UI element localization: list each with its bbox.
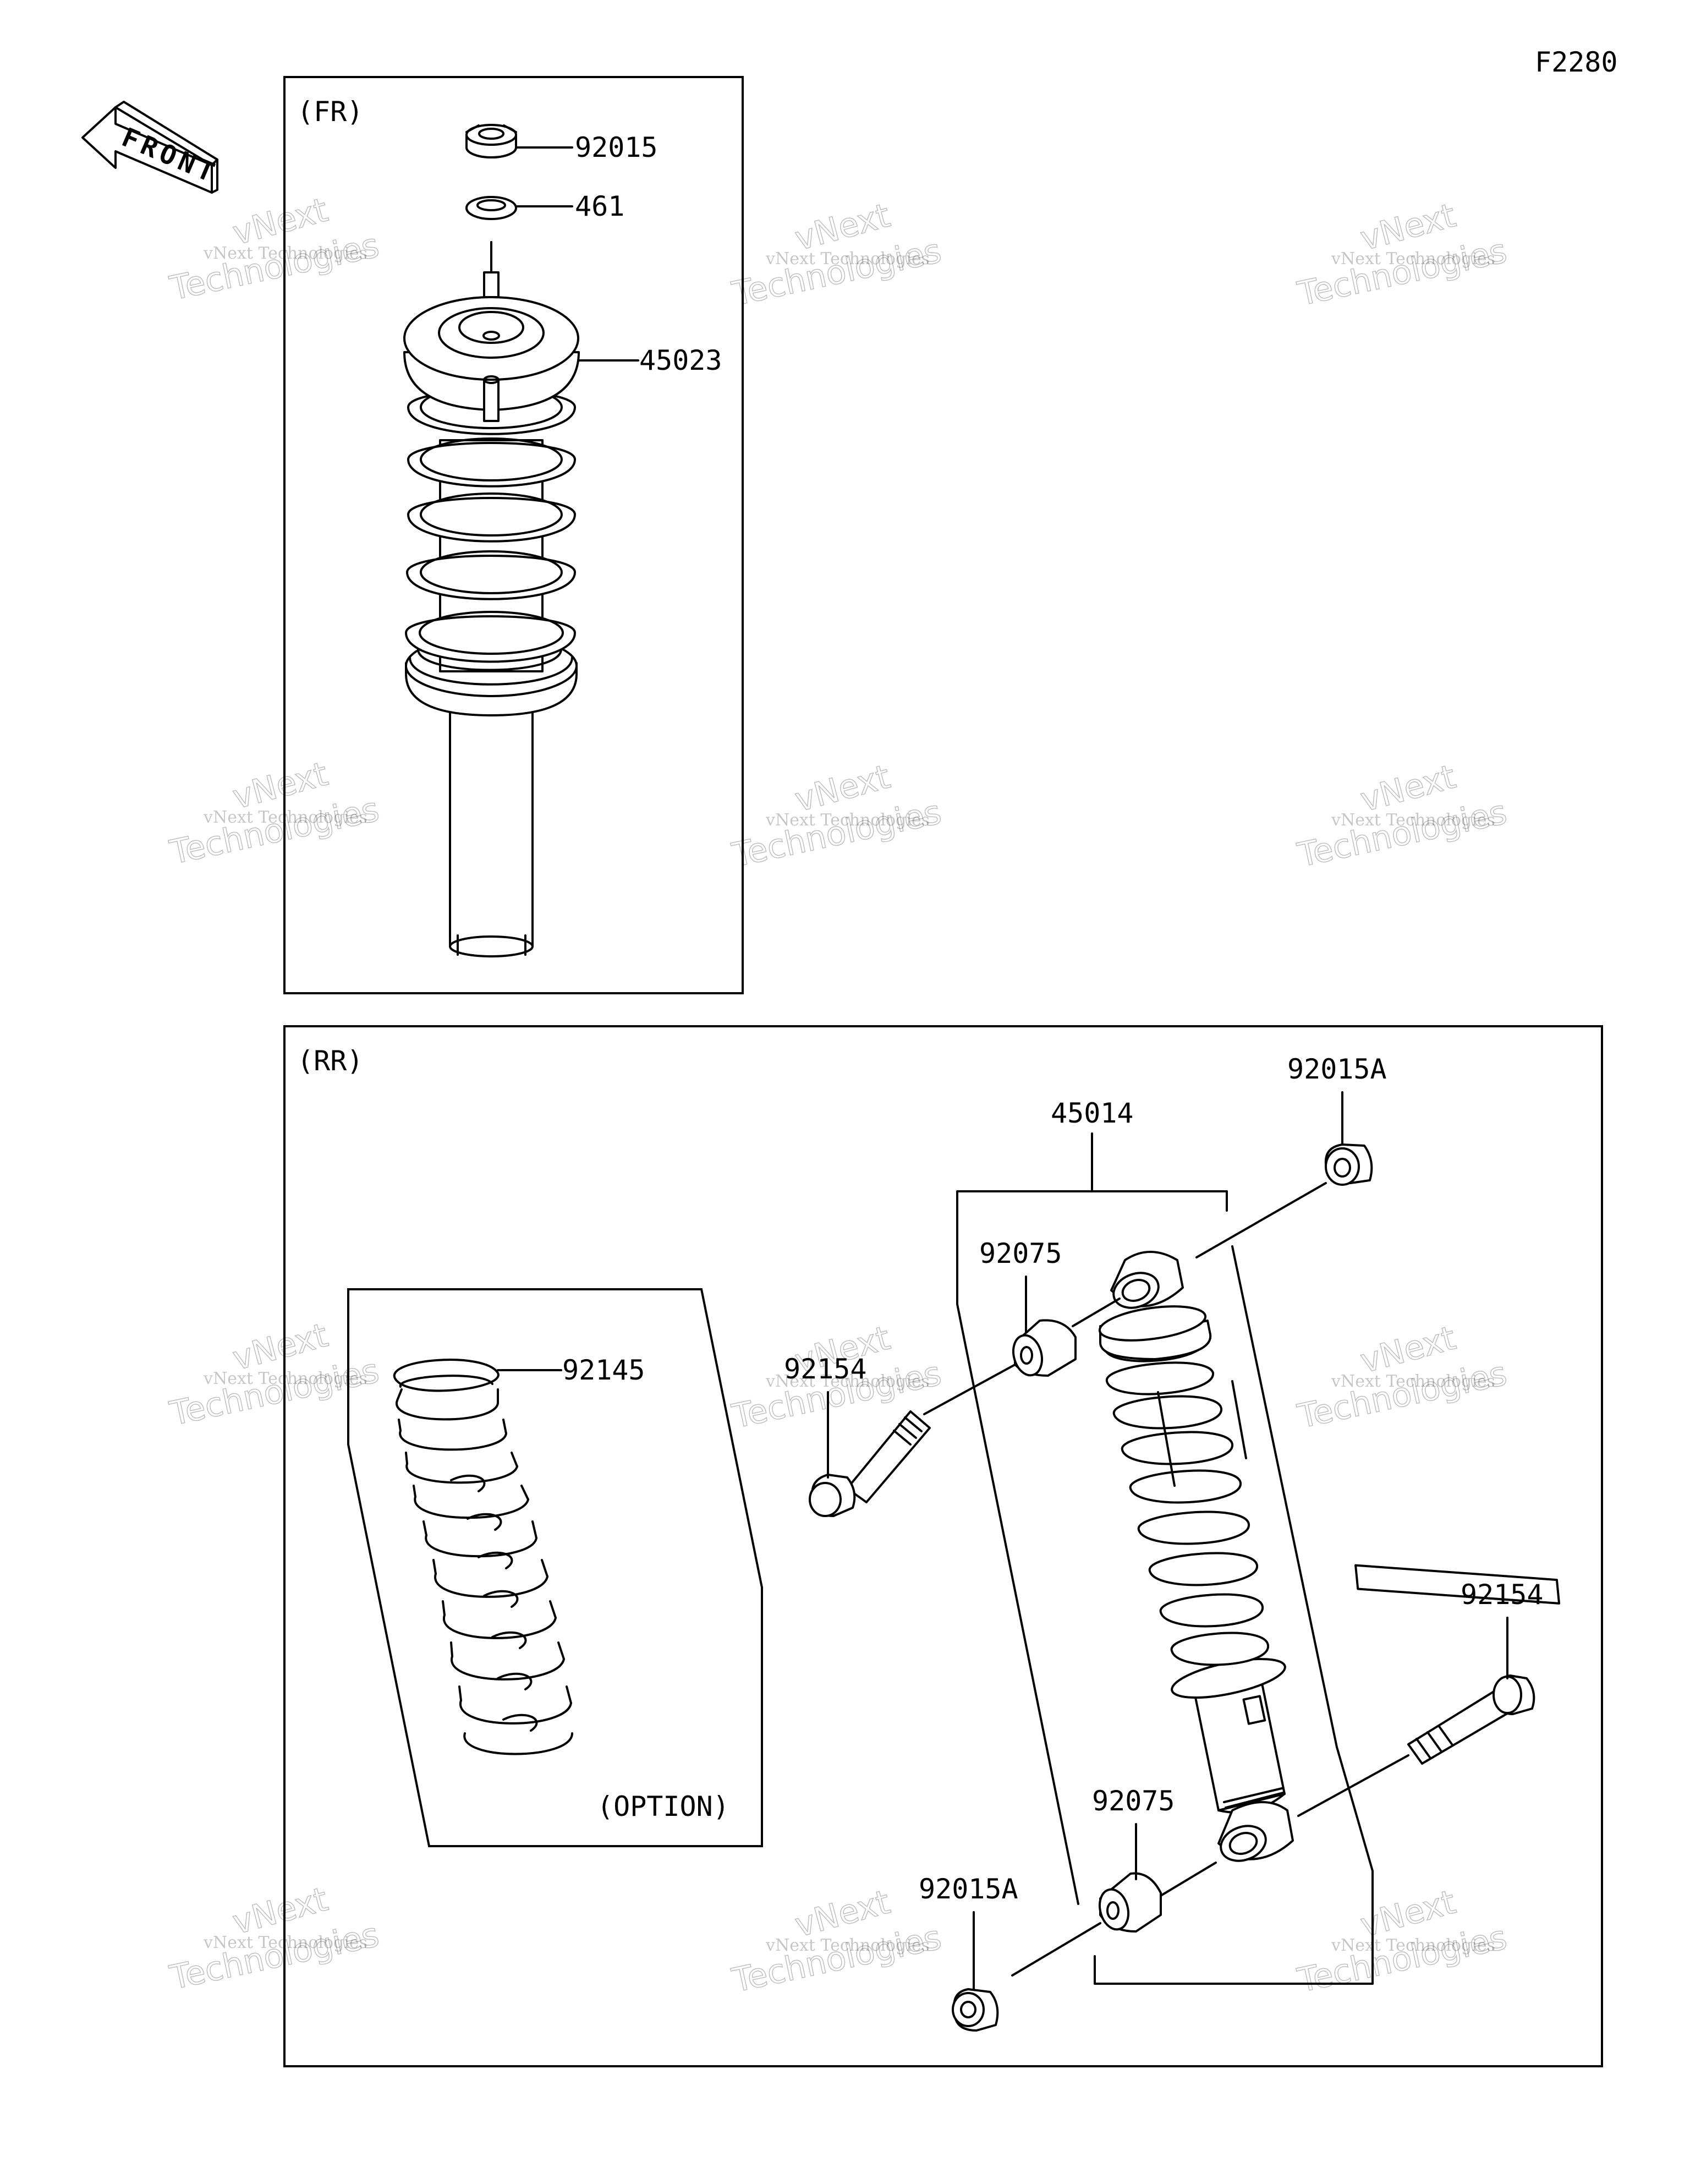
svg-text:vNext Technologies: vNext Technologies: [1331, 249, 1495, 269]
front-section-frame: [283, 76, 744, 994]
svg-text:vNext Technologies: vNext Technologies: [1331, 811, 1495, 830]
part-label-rear-bushing-bottom: 92075: [1092, 1785, 1175, 1817]
axis-line-top-mid: [1072, 1298, 1121, 1327]
front-direction-arrow: FRONT: [81, 101, 223, 194]
rear-shock-bracket: [956, 1190, 1374, 1985]
part-label-rear-nut-bottom: 92015A: [919, 1873, 1018, 1905]
part-label-option-spring: 92145: [562, 1354, 645, 1386]
watermark-3: vNext Technologies vNext Technologies: [1294, 196, 1511, 314]
axis-line-top-right: [1195, 1182, 1327, 1258]
svg-text:vNext Technologies: vNext Technologies: [1331, 1936, 1495, 1955]
rear-shock-absorber: [1098, 1251, 1294, 1862]
front-shock-absorber: [403, 241, 580, 957]
rear-bushing-bottom: [1099, 1862, 1217, 1933]
svg-text:vNext Technologies: vNext Technologies: [203, 244, 367, 263]
watermark-11: vNext Technologies vNext Technologies: [728, 1882, 945, 2001]
front-washer: [465, 196, 517, 220]
watermark-6: vNext Technologies vNext Technologies: [1294, 757, 1511, 875]
svg-text:vNext Technologies: vNext Technologies: [765, 811, 930, 830]
watermark-12: vNext Technologies vNext Technologies: [1294, 1882, 1511, 2001]
front-arrow-label: FRONT: [117, 122, 223, 190]
part-label-rear-nut-top: 92015A: [1287, 1053, 1387, 1085]
option-spring: [393, 1359, 573, 1755]
svg-text:vNext Technologies: vNext Technologies: [1331, 1372, 1495, 1391]
rear-section-label: (RR): [297, 1045, 363, 1077]
rear-bolt-bottom: [1297, 1564, 1561, 1817]
rear-nut-bottom: [952, 1922, 1101, 2032]
part-label-front-nut: 92015: [575, 132, 658, 163]
rear-bushing-top: [1012, 1319, 1077, 1377]
watermark-5: vNext Technologies vNext Technologies: [728, 757, 945, 875]
part-label-front-shock: 45023: [639, 344, 722, 376]
part-label-rear-bushing-top: 92075: [979, 1238, 1062, 1269]
rear-section-frame: [283, 1025, 1603, 2067]
watermark-2: vNext Technologies vNext Technologies: [728, 196, 945, 314]
watermark-7: vNext Technologies vNext Technologies: [166, 1316, 383, 1434]
option-label: (OPTION): [597, 1791, 729, 1822]
watermark-4: vNext Technologies vNext Technologies: [166, 754, 383, 873]
svg-text:vNext Technologies: vNext Technologies: [203, 1369, 367, 1388]
rear-nut-top: [1324, 1143, 1373, 1186]
part-label-front-washer: 461: [575, 190, 624, 222]
front-section-label: (FR): [297, 96, 363, 128]
watermark-10: vNext Technologies vNext Technologies: [166, 1880, 383, 1998]
part-label-rear-bolt-top: 92154: [784, 1353, 867, 1385]
figure-code: F2280: [1535, 46, 1618, 78]
svg-text:vNext Technologies: vNext Technologies: [203, 1933, 367, 1952]
watermark-1: vNext Technologies vNext Technologies: [166, 190, 383, 309]
option-spring-frame: [347, 1288, 763, 1847]
svg-text:vNext Technologies: vNext Technologies: [765, 1372, 930, 1391]
svg-text:vNext Technologies: vNext Technologies: [765, 1936, 930, 1955]
svg-text:vNext Technologies: vNext Technologies: [203, 808, 367, 827]
front-nut: [465, 124, 517, 158]
rear-bolt-top: [809, 1364, 1016, 1517]
part-label-rear-bolt-bottom: 92154: [1461, 1579, 1544, 1611]
svg-text:vNext Technologies: vNext Technologies: [765, 249, 930, 269]
part-label-rear-shock: 45014: [1051, 1097, 1134, 1129]
watermark-9: vNext Technologies vNext Technologies: [1294, 1318, 1511, 1437]
